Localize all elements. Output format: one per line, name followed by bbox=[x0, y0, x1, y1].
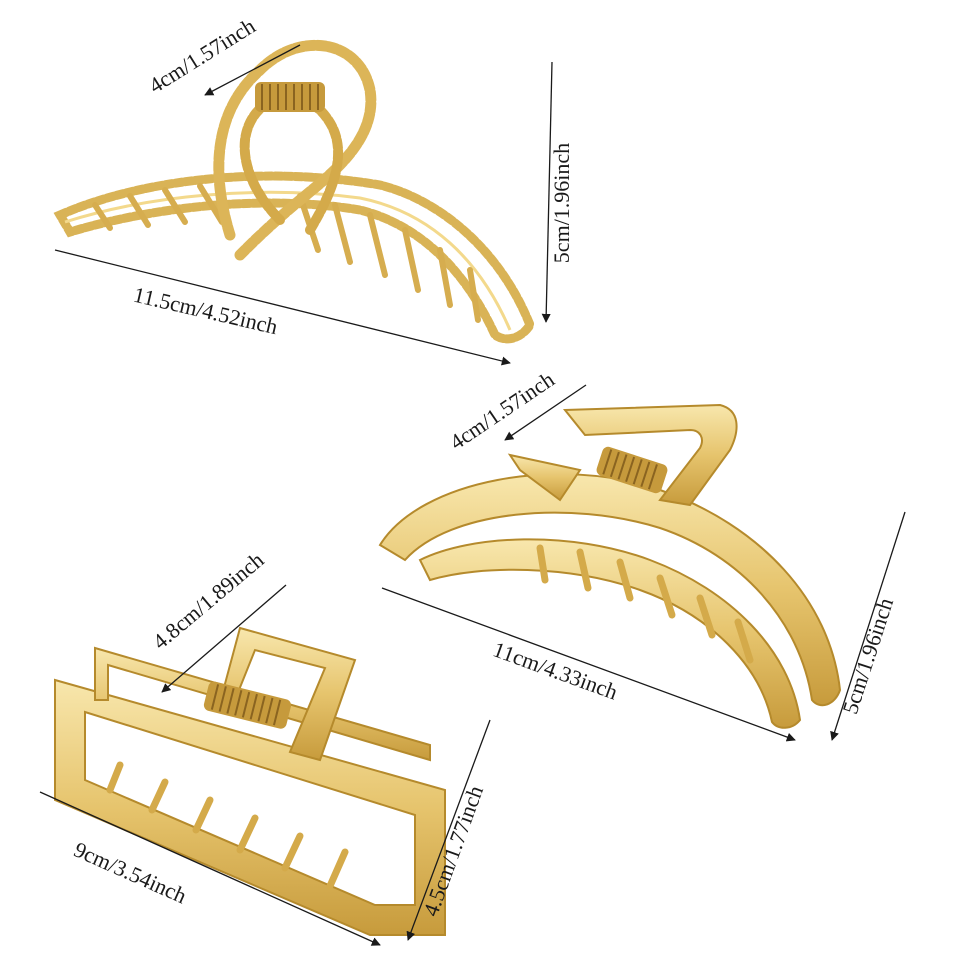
curved-clip-handle bbox=[562, 403, 738, 507]
rectangle-height-arrow bbox=[406, 719, 491, 941]
curved-clip-teeth bbox=[536, 544, 754, 664]
twisted-clip bbox=[53, 39, 536, 344]
dimension-arrows bbox=[39, 44, 906, 946]
curved-height-arrow bbox=[830, 511, 906, 741]
twisted-height-label: 5cm/1.96inch bbox=[549, 142, 575, 264]
rectangle-depth-arrow bbox=[161, 584, 287, 693]
curved-clip bbox=[378, 403, 842, 729]
twisted-clip-loop bbox=[213, 39, 377, 261]
twisted-length-arrow bbox=[54, 249, 511, 366]
twisted-depth-arrow bbox=[204, 44, 301, 96]
curved-clip-spring bbox=[596, 446, 668, 494]
curved-depth-arrow bbox=[504, 384, 587, 441]
rectangle-clip bbox=[54, 626, 446, 936]
twisted-clip-spring bbox=[255, 82, 325, 112]
rectangle-length-arrow bbox=[39, 791, 381, 946]
rectangle-clip-teeth bbox=[106, 761, 349, 890]
curved-length-arrow bbox=[381, 587, 796, 742]
rectangle-clip-spring bbox=[203, 681, 292, 729]
twisted-height-arrow bbox=[541, 61, 553, 323]
